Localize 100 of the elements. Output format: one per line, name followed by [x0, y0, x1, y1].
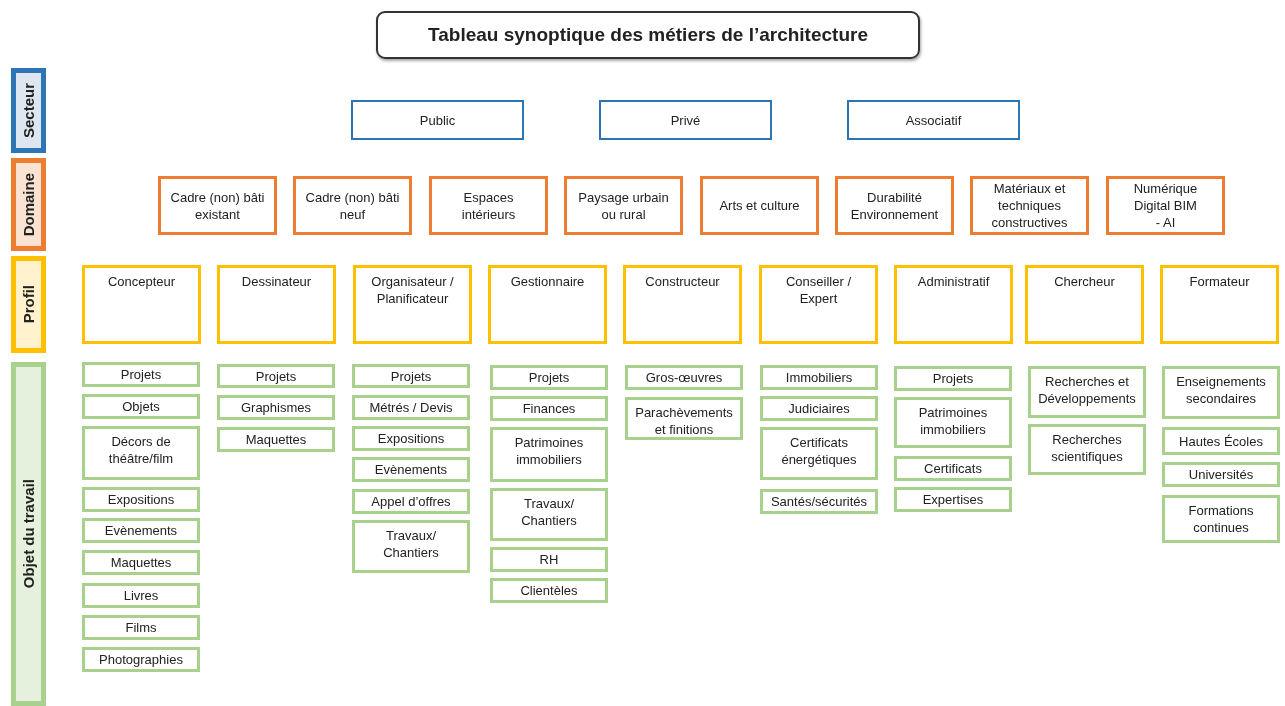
- box-label: Gros-œuvres: [645, 369, 723, 386]
- work-object-box: [1162, 462, 1280, 487]
- work-object-box: [1162, 366, 1280, 419]
- work-object-box: [82, 615, 200, 640]
- work-object-box: [760, 489, 878, 514]
- work-object-box: [625, 397, 743, 440]
- work-object-box: [760, 427, 878, 480]
- box-label: Clientèles: [520, 582, 578, 599]
- profile-box: [1160, 265, 1279, 344]
- work-object-box: [490, 488, 608, 541]
- box-label: Conseiller / Expert: [785, 273, 852, 307]
- box-label: Espaces intérieurs: [460, 188, 517, 223]
- work-object-box: [352, 364, 470, 388]
- profile-box: [1025, 265, 1144, 344]
- row-header-band: [11, 256, 46, 353]
- work-object-box: [760, 365, 878, 390]
- box-label: Arts et culture: [719, 197, 800, 214]
- work-object-box: [1028, 366, 1146, 418]
- row-header-label: Secteur: [19, 83, 38, 138]
- box-label: Recherches scientifiques: [1050, 431, 1124, 465]
- box-label: Chercheur: [1054, 273, 1115, 290]
- box-label: Recherches et Développements: [1038, 373, 1136, 407]
- domain-box: [429, 176, 548, 235]
- box-label: Expertises: [922, 491, 984, 508]
- profile-box: [488, 265, 607, 344]
- work-object-box: [894, 456, 1012, 481]
- box-label: Expositions: [107, 491, 175, 508]
- work-object-box: [82, 583, 200, 608]
- domain-box: [158, 176, 277, 235]
- box-label: Gestionnaire: [510, 273, 585, 290]
- work-object-box: [352, 457, 470, 482]
- box-label: Travaux/ Chantiers: [520, 495, 578, 529]
- work-object-box: [490, 365, 608, 390]
- work-object-box: [217, 395, 335, 420]
- box-label: Organisateur / Planificateur: [370, 273, 455, 307]
- domain-box: [293, 176, 412, 235]
- profile-box: [894, 265, 1013, 344]
- box-label: Objets: [122, 398, 160, 415]
- work-object-box: [1028, 424, 1146, 475]
- work-object-box: [82, 647, 200, 672]
- profile-box: [759, 265, 878, 344]
- box-label: Projets: [932, 370, 974, 387]
- box-label: Constructeur: [645, 273, 720, 290]
- domain-box: [970, 176, 1089, 235]
- box-label: Formateur: [1189, 273, 1250, 290]
- domain-box: [835, 176, 954, 235]
- work-object-box: [1162, 427, 1280, 455]
- box-label: Public: [419, 111, 456, 129]
- work-object-box: [894, 366, 1012, 391]
- row-header-band: [11, 158, 46, 251]
- domain-box: [1106, 176, 1225, 235]
- work-object-box: [352, 489, 470, 514]
- box-label: Santés/sécurités: [770, 493, 868, 510]
- box-label: Expositions: [377, 430, 445, 447]
- box-label: Métrés / Devis: [369, 399, 453, 416]
- work-object-box: [625, 365, 743, 390]
- box-label: Matériaux et techniques constructives: [990, 180, 1069, 231]
- box-label: Cadre (non) bâti existant: [169, 188, 266, 223]
- box-label: Patrimoines immobiliers: [513, 434, 585, 468]
- box-label: Maquettes: [110, 554, 172, 571]
- box-label: Universités: [1188, 466, 1254, 483]
- work-object-box: [490, 396, 608, 421]
- work-object-box: [1162, 495, 1280, 543]
- work-object-box: [82, 518, 200, 543]
- box-label: Finances: [522, 400, 576, 417]
- row-header-band: [11, 362, 46, 706]
- box-label: Projets: [390, 367, 432, 385]
- box-label: Maquettes: [245, 431, 307, 448]
- sector-box: [351, 100, 524, 140]
- row-header-label: Objet du travail: [19, 479, 38, 589]
- work-object-box: [352, 395, 470, 420]
- profile-box: [623, 265, 742, 344]
- work-object-box: [82, 487, 200, 512]
- profile-box: [217, 265, 336, 344]
- box-label: Graphismes: [240, 399, 312, 416]
- work-object-box: [894, 397, 1012, 448]
- box-label: Certificats: [924, 460, 982, 477]
- work-object-box: [894, 487, 1012, 512]
- work-object-box: [217, 364, 335, 388]
- title-box: Tableau synoptique des métiers de l’architecture: [376, 11, 920, 59]
- box-label: Dessinateur: [241, 273, 312, 290]
- box-label: Projets: [528, 369, 570, 386]
- box-label: Certificats énergétiques: [780, 434, 858, 468]
- box-label: Enseignements secondaires: [1176, 373, 1266, 407]
- domain-box: [564, 176, 683, 235]
- work-object-box: [82, 426, 200, 480]
- box-label: Appel d’offres: [371, 493, 451, 510]
- work-object-box: [82, 550, 200, 575]
- work-object-box: [82, 362, 200, 387]
- work-object-box: [760, 396, 878, 421]
- box-label: Associatif: [905, 111, 962, 129]
- box-label: Travaux/ Chantiers: [382, 527, 440, 561]
- box-label: Livres: [123, 587, 159, 604]
- box-label: Concepteur: [107, 273, 176, 290]
- profile-box: [353, 265, 472, 344]
- box-label: Judiciaires: [788, 400, 850, 417]
- box-label: Paysage urbain ou rural: [577, 188, 670, 223]
- work-object-box: [490, 427, 608, 482]
- box-label: Numérique Digital BIM - AI: [1133, 180, 1198, 231]
- box-label: Evènements: [374, 461, 448, 478]
